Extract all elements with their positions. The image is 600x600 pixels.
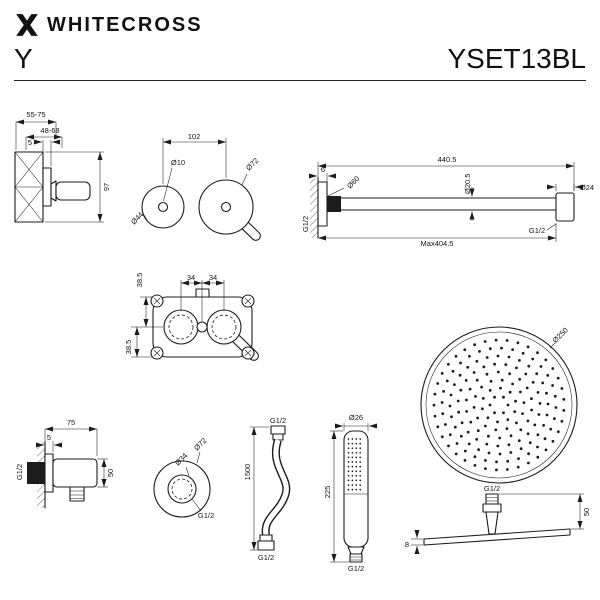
brand-logo: WHITECROSS — [14, 12, 586, 38]
dim-outlet-length: 75 — [67, 418, 75, 427]
wall-hatch — [310, 178, 318, 238]
label-outlet-front-thread: G1/2 — [198, 511, 214, 520]
dim-end-diameter: Ø24 — [580, 183, 594, 192]
wand-nozzle-dots — [347, 438, 362, 491]
valve-body-outline — [150, 288, 259, 361]
hand-shower-outline — [343, 430, 369, 563]
mixer-front-outline — [141, 179, 261, 241]
dim-offset-top: 38.5 — [135, 273, 144, 288]
hose-dimension-lines — [250, 426, 269, 551]
label-head-thread: G1/2 — [484, 484, 500, 493]
dim-plate-thickness: 5 — [28, 138, 32, 147]
dim-flange-thickness: 6 — [321, 165, 325, 174]
drawing-shower-hose: G1/2 1500 G1/2 — [243, 416, 291, 562]
label-hose-thread-bottom: G1/2 — [258, 553, 274, 562]
outlet-front-outline — [153, 460, 211, 518]
head-nozzle-dots — [432, 338, 566, 472]
dim-wand-length: 225 — [323, 486, 332, 499]
dim-wand-diameter: Ø26 — [349, 413, 363, 422]
drawing-wall-outlet-front: Ø72 Ø34 G1/2 — [153, 436, 214, 520]
label-arm-wall-thread: G1/2 — [301, 216, 310, 232]
dim-handle-spacing: 102 — [188, 132, 201, 141]
shower-arm-outline — [310, 177, 575, 239]
head-side-outline — [423, 493, 571, 546]
shower-arm-dimension-lines — [309, 162, 583, 242]
dim-depth-range-total: 55-75 — [26, 110, 45, 119]
dim-offset-bottom: 38.5 — [124, 340, 133, 355]
title-row: Y YSET13BL — [14, 44, 586, 81]
mixer-side-dimension-lines — [15, 119, 104, 223]
dim-head-diameter: Ø250 — [551, 326, 570, 345]
drawing-shower-head-top: Ø250 — [420, 326, 578, 484]
drawing-hand-shower: Ø26 225 G1/2 — [323, 413, 377, 573]
hose-outline — [257, 425, 291, 551]
drawing-valve-rough-in: 34 34 38.5 38.5 — [124, 273, 259, 361]
dim-outlet-height: 50 — [106, 469, 115, 477]
head-diameter-leader — [549, 342, 556, 349]
whitecross-x-icon — [16, 14, 38, 36]
dim-outlet-body-diameter: Ø34 — [173, 451, 189, 467]
dim-spacing-left: 34 — [187, 273, 195, 282]
label-hose-thread-top: G1/2 — [270, 416, 286, 425]
dim-knob-diameter: Ø72 — [244, 156, 260, 172]
label-arm-outlet-thread: G1/2 — [529, 226, 545, 235]
dim-head-height: 50 — [582, 508, 591, 516]
valve-body-dimension-lines — [131, 280, 225, 358]
label-outlet-thread: G1/2 — [15, 464, 24, 480]
dim-flange-diameter: Ø60 — [345, 174, 361, 190]
dim-arm-max-length: Max404.5 — [421, 239, 454, 248]
header: WHITECROSS Y YSET13BL — [0, 0, 600, 90]
head-side-dimension-lines — [411, 493, 584, 554]
hand-shower-dimension-lines — [330, 423, 377, 563]
dim-tube-diameter: Ø20.5 — [463, 174, 472, 194]
mixer-side-outline — [14, 151, 91, 223]
series-title: Y — [14, 43, 33, 74]
outlet-front-dimension-lines — [185, 451, 202, 512]
mixer-front-dimension-lines — [143, 138, 248, 221]
dim-head-thickness: 8 — [405, 540, 409, 549]
drawing-shower-arm: 440.5 6 Ø60 Ø20.5 Ø24 G1/2 Max404.5 G1/2 — [301, 155, 594, 248]
brand-name: WHITECROSS — [47, 13, 203, 36]
outlet-side-outline — [27, 441, 98, 509]
drawing-mixer-trim-side: 55-75 48-68 5 97 — [14, 110, 111, 223]
dim-outlet-plate-thickness: 5 — [47, 433, 51, 442]
dim-outlet-flange-diameter: Ø72 — [192, 436, 208, 452]
label-wand-thread: G1/2 — [348, 564, 364, 573]
dim-depth-range-inner: 48-68 — [40, 126, 59, 135]
model-number: YSET13BL — [447, 43, 586, 74]
dim-spacing-right: 34 — [209, 273, 217, 282]
dim-cap-diameter: Ø10 — [171, 158, 185, 167]
head-outer-rim — [420, 326, 578, 484]
dim-hose-length: 1500 — [243, 464, 252, 481]
dim-arm-total-length: 440.5 — [438, 155, 457, 164]
spec-sheet: 55-75 48-68 5 97 102 Ø10 Ø72 Ø44 — [14, 110, 594, 573]
drawing-wall-outlet-side: 75 5 G1/2 50 — [15, 418, 115, 509]
drawing-shower-head-side: G1/2 50 8 — [405, 484, 591, 554]
drawing-mixer-trim-front: 102 Ø10 Ø72 Ø44 — [129, 132, 261, 241]
outlet-side-dimension-lines — [36, 426, 108, 488]
head-inner-rim — [425, 331, 573, 479]
dim-height-97: 97 — [102, 183, 111, 191]
